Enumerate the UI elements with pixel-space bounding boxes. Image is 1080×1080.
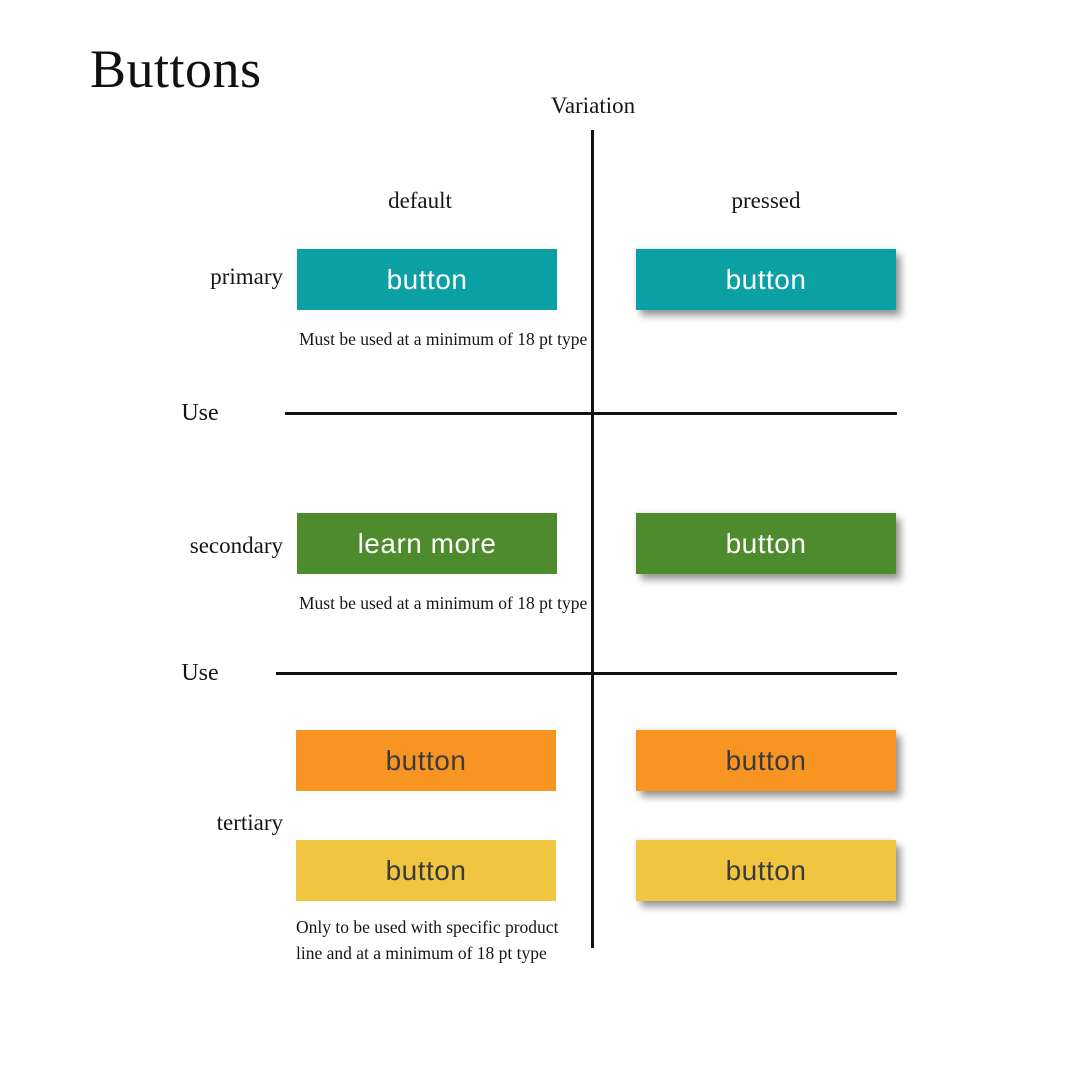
row-label-secondary: secondary	[189, 533, 283, 558]
row-divider-line-1	[285, 412, 897, 415]
secondary-usage-caption: Must be used at a minimum of 18 pt type	[299, 593, 588, 613]
tertiary-usage-caption: Only to be used with specific product li…	[296, 917, 559, 964]
tertiary-orange-default-button[interactable]: button	[296, 730, 556, 791]
row-divider-line-2	[276, 672, 897, 675]
column-header-pressed: pressed	[731, 188, 801, 213]
tertiary-yellow-pressed-button[interactable]: button	[636, 840, 896, 901]
column-axis-label: Variation	[550, 93, 636, 118]
primary-usage-caption: Must be used at a minimum of 18 pt type	[299, 329, 588, 349]
primary-default-button[interactable]: button	[297, 249, 557, 310]
page-title: Buttons	[90, 39, 262, 99]
row-axis-label-use-1: Use	[181, 400, 219, 426]
vertical-axis-line	[591, 130, 594, 948]
secondary-pressed-button[interactable]: button	[636, 513, 896, 574]
row-label-primary: primary	[210, 264, 283, 289]
secondary-default-button[interactable]: learn more	[297, 513, 557, 574]
row-axis-label-use-2: Use	[181, 660, 219, 686]
column-header-default: default	[388, 188, 452, 213]
primary-pressed-button[interactable]: button	[636, 249, 896, 310]
tertiary-yellow-default-button[interactable]: button	[296, 840, 556, 901]
tertiary-orange-pressed-button[interactable]: button	[636, 730, 896, 791]
row-label-tertiary: tertiary	[216, 810, 283, 835]
